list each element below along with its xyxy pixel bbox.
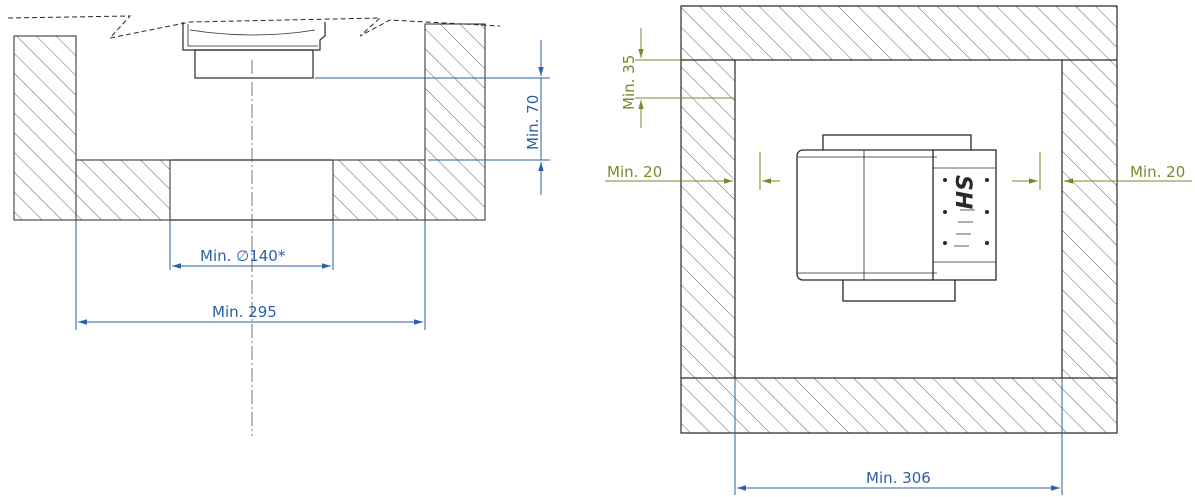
- device-top-view: SH: [796, 134, 997, 302]
- slab-right: [332, 159, 426, 221]
- dim-left-label: Min. 20: [607, 163, 662, 181]
- device-logo: SH: [950, 175, 975, 209]
- top-view: SH Min. 35 Min. 20 Min. 20 Min. 306: [605, 5, 1192, 495]
- left-wall: [13, 35, 77, 221]
- hatched-frame: [680, 5, 1118, 434]
- right-wall: [424, 23, 486, 221]
- slab-left: [75, 159, 171, 221]
- dim-diameter-label: Min. ∅140*: [200, 247, 286, 265]
- dim-height-label: Min. 70: [524, 95, 542, 150]
- dim-top-label: Min. 35: [620, 55, 638, 110]
- break-line: [7, 15, 501, 39]
- dim-width-label: Min. 295: [212, 303, 277, 321]
- section-view: Min. 70 Min. ∅140* Min. 295: [7, 15, 550, 436]
- device-profile: [182, 22, 326, 79]
- dim-right-label: Min. 20: [1130, 163, 1185, 181]
- dim-bottom-width-label: Min. 306: [866, 469, 931, 487]
